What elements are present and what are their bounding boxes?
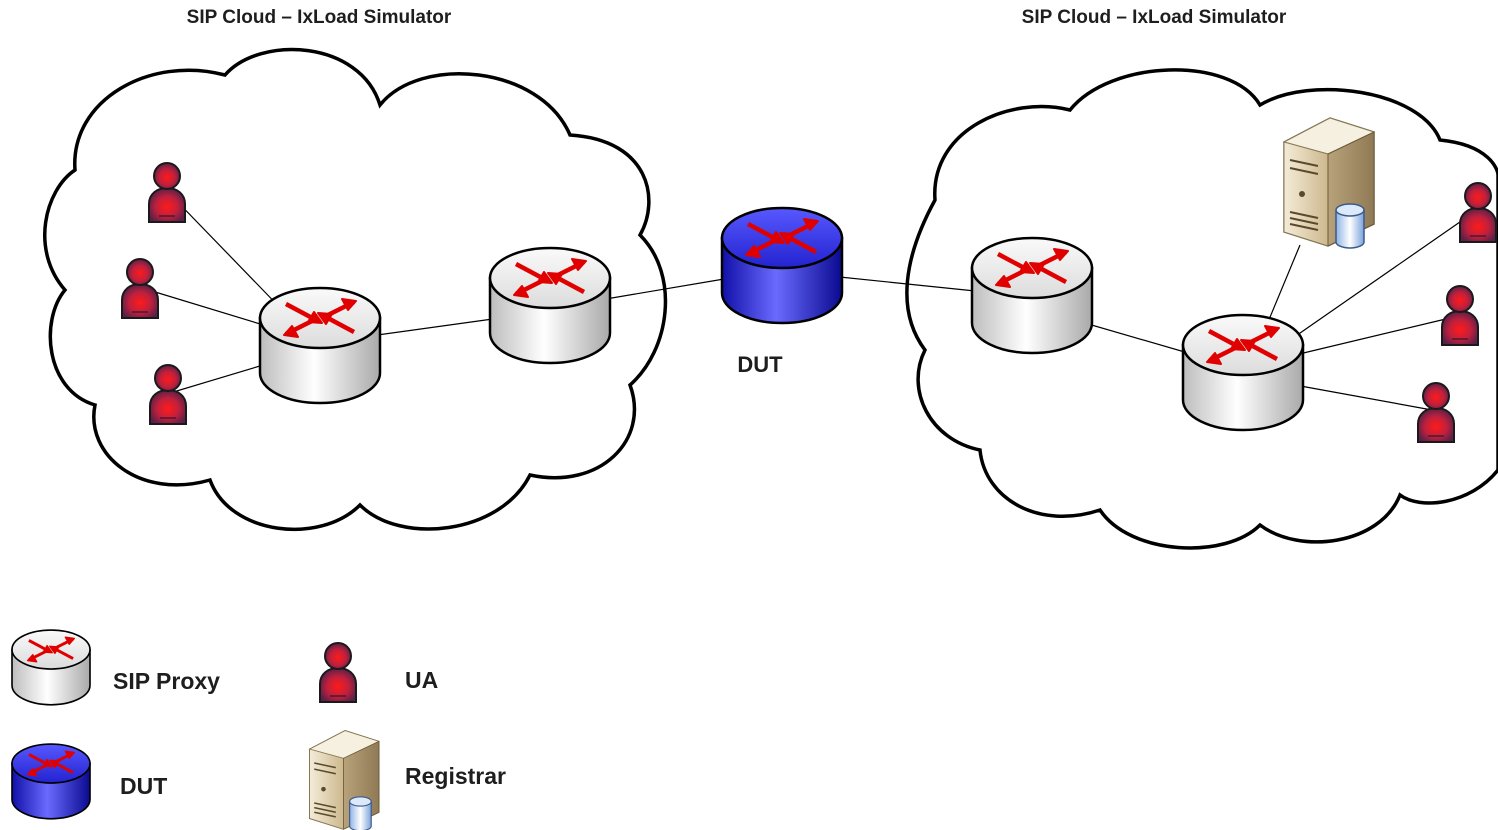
sip-proxy-icon bbox=[972, 238, 1092, 353]
legend-registrar-icon bbox=[308, 729, 380, 830]
cloud-right-title: SIP Cloud – IxLoad Simulator bbox=[1022, 7, 1287, 28]
ua-icon bbox=[1459, 182, 1497, 243]
legend: SIP Proxy UA DUT Registrar bbox=[12, 630, 506, 830]
legend-ua-icon bbox=[319, 642, 357, 703]
network-links bbox=[141, 191, 1471, 411]
ua-icon bbox=[148, 162, 186, 223]
legend-dut-icon bbox=[12, 744, 90, 819]
sip-proxy-icon bbox=[1183, 315, 1303, 430]
legend-ua-label: UA bbox=[405, 667, 438, 693]
ua-icon bbox=[1417, 382, 1455, 443]
cloud-left-title: SIP Cloud – IxLoad Simulator bbox=[187, 7, 452, 28]
sip-proxy-icon bbox=[260, 288, 380, 403]
registrar-server-icon bbox=[1283, 117, 1375, 249]
legend-registrar-label: Registrar bbox=[405, 763, 506, 789]
sip-proxy-icon bbox=[490, 248, 610, 363]
dut-icon bbox=[722, 208, 842, 323]
legend-dut-label: DUT bbox=[120, 773, 167, 799]
ua-icon bbox=[121, 258, 159, 319]
legend-sip-proxy-icon bbox=[12, 630, 90, 705]
left-cloud bbox=[43, 47, 668, 532]
legend-sip-proxy-label: SIP Proxy bbox=[113, 668, 220, 694]
ua-icon bbox=[149, 364, 187, 425]
dut-label: DUT bbox=[737, 352, 783, 377]
ua-icon bbox=[1441, 285, 1479, 346]
